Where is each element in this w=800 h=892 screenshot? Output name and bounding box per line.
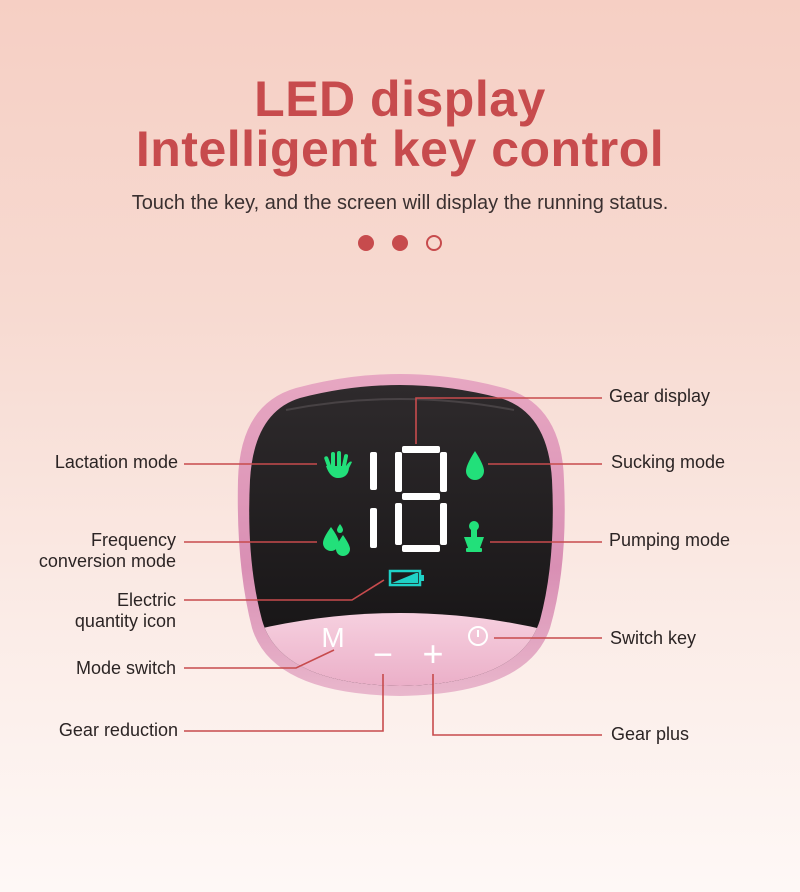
label-pumping-mode: Pumping mode xyxy=(609,530,731,550)
power-icon xyxy=(468,626,488,646)
pump-icon xyxy=(464,521,484,552)
label-switch-key: Switch key xyxy=(610,628,697,648)
label-gear-display: Gear display xyxy=(609,386,711,406)
page-title-line1: LED display xyxy=(254,71,546,127)
led-digit-8 xyxy=(395,446,447,552)
pager-dot-3[interactable] xyxy=(426,235,442,251)
label-gear-reduction: Gear reduction xyxy=(58,720,178,740)
label-sucking-mode: Sucking mode xyxy=(611,452,726,472)
plus-key-label: + xyxy=(422,633,443,674)
label-electric-line1: Electric xyxy=(116,590,176,610)
label-mode-switch: Mode switch xyxy=(75,658,176,678)
label-electric-line2: quantity icon xyxy=(74,611,176,631)
pager-dot-2[interactable] xyxy=(392,235,408,251)
mode-key-label: M xyxy=(321,622,344,653)
page-title-line2: Intelligent key control xyxy=(135,121,665,177)
minus-key-label: − xyxy=(373,636,393,674)
label-lactation-mode: Lactation mode xyxy=(54,452,178,472)
water-drop-icon xyxy=(466,451,484,480)
hand-icon xyxy=(324,451,352,478)
page-subtitle: Touch the key, and the screen will displ… xyxy=(131,192,669,214)
pager-dot-1[interactable] xyxy=(358,235,374,251)
label-frequency-line2: conversion mode xyxy=(38,551,176,571)
battery-icon xyxy=(388,569,424,587)
led-digit-1 xyxy=(370,452,377,548)
label-gear-plus: Gear plus xyxy=(611,724,690,744)
double-drop-icon xyxy=(323,524,350,556)
label-frequency-line1: Frequency xyxy=(90,530,176,550)
